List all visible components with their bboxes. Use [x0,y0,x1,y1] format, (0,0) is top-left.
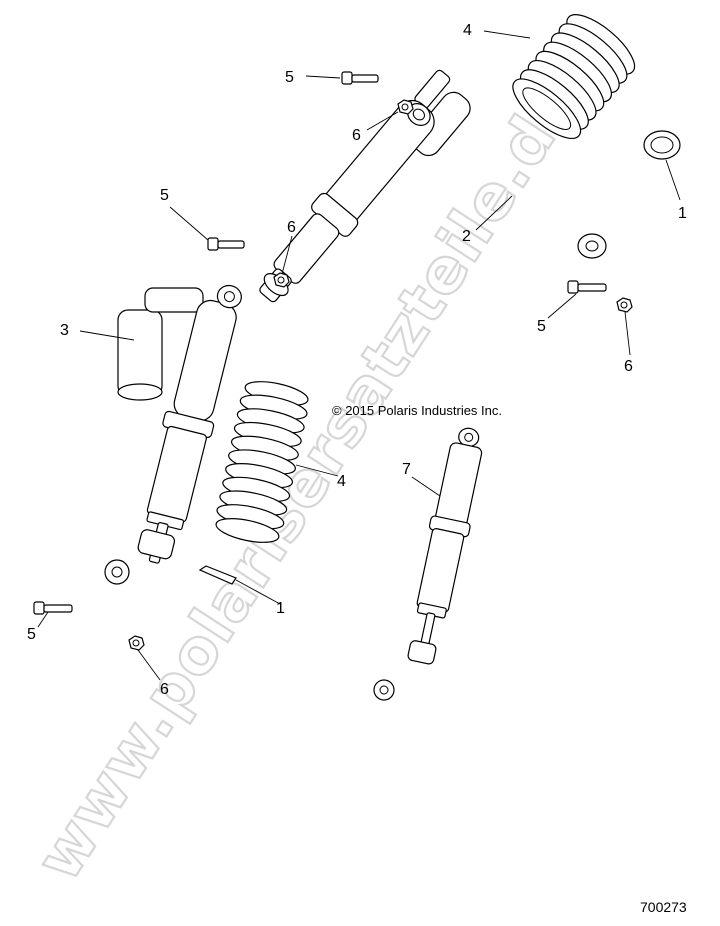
callout-top-bolt-5: 5 [285,69,294,86]
right-shock-absorber [373,427,483,701]
callout-right-bolt-5: 5 [537,318,546,335]
callout-top-shock-2: 2 [462,228,471,245]
copyright-notice: © 2015 Polaris Industries Inc. [332,403,502,418]
top-coil-spring [512,14,636,139]
leader-lines [37,30,681,681]
callout-middle-ring-1: 1 [276,600,285,617]
left-nut [273,272,290,288]
bottom-bolt [33,601,73,615]
watermark-text: www.polarisersatzteile.de [21,66,593,893]
callout-left-bolt-5: 5 [160,187,169,204]
diagram-reference-number: 700273 [640,899,687,915]
callout-right-nut-6: 6 [624,358,633,375]
callout-right-shock-7: 7 [402,461,411,478]
middle-retaining-ring [198,565,237,585]
top-nut [397,99,414,115]
right-bolt [567,280,607,294]
callout-bottom-bolt-5: 5 [27,626,36,643]
middle-coil-spring [215,381,309,543]
callout-top-spring-4: 4 [463,22,472,39]
bottom-nut [128,635,145,651]
left-shock-absorber [104,284,242,585]
callout-top-ring-1: 1 [678,205,687,222]
top-retaining-ring [643,130,681,160]
callout-left-shock-3: 3 [60,322,69,339]
callout-bottom-nut-6: 6 [160,681,169,698]
callout-top-nut-6: 6 [352,127,361,144]
callout-left-nut-6: 6 [287,219,296,236]
right-nut [616,297,633,313]
top-bolt [341,71,379,85]
callout-middle-spring-4: 4 [337,473,346,490]
left-bolt [207,237,245,251]
